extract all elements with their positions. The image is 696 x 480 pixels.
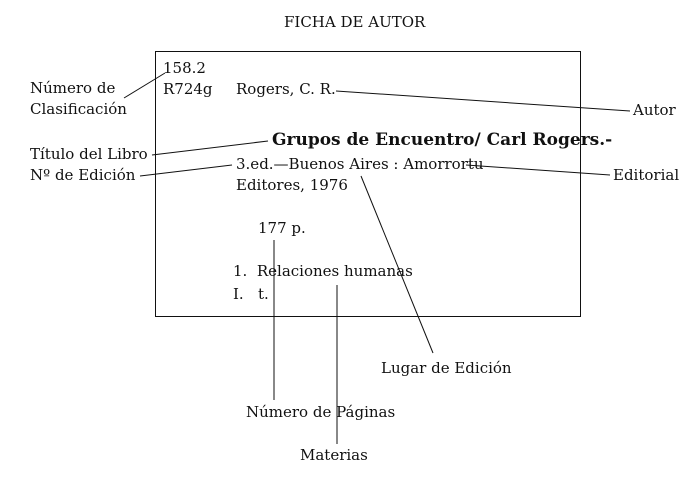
edition-label: Nº de Edición [30,166,136,184]
author-connector [335,90,631,112]
publisher-line: Editores, 1976 [236,176,348,194]
subjects-label: Materias [300,446,368,464]
subject-entry-2: I. t. [233,285,269,303]
pages-label: Número de Páginas [246,403,396,421]
book-title: Grupos de Encuentro/ Carl Rogers.- [272,130,613,150]
edition-connector [139,164,233,177]
classification-label-line1: Número de [30,79,116,97]
author-name: Rogers, C. R. [236,80,336,98]
place-label: Lugar de Edición [381,359,512,377]
classification-number: 158.2 [163,59,206,77]
publisher-connector [465,164,611,176]
book-title-connector [151,140,269,156]
place-connector [360,175,434,354]
classification-label-line2: Clasificación [30,100,127,118]
author-label: Autor [633,101,676,119]
edition-line: 3.ed.—Buenos Aires : Amorrortu [236,155,484,173]
book-title-label: Título del Libro [30,145,148,163]
author-code: R724g [163,80,213,98]
diagram-title: FICHA DE AUTOR [284,13,426,31]
subject-entry-1: 1. Relaciones humanas [233,262,413,280]
catalog-card [155,51,581,317]
page-count: 177 p. [258,219,306,237]
publisher-label: Editorial [613,166,680,184]
classification-connector [123,72,166,99]
